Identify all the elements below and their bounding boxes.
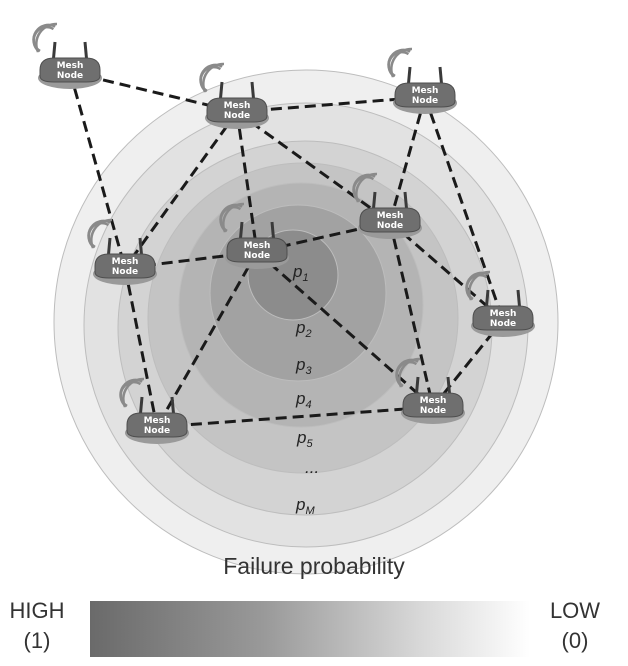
mesh-link xyxy=(389,220,504,322)
wifi-signal-icon xyxy=(87,218,113,249)
node-label-node: Node xyxy=(420,406,446,416)
router-body xyxy=(126,412,188,438)
legend-title: Failure probability xyxy=(223,553,405,579)
legend-high: HIGH (1) xyxy=(0,596,82,656)
mesh-link xyxy=(123,111,239,269)
node-label-node: Node xyxy=(224,111,250,121)
mesh-link xyxy=(256,250,434,409)
router-body xyxy=(39,57,101,83)
node-label-node: Node xyxy=(244,251,270,261)
node-label-mesh: Mesh xyxy=(57,61,84,71)
node-label-mesh: Mesh xyxy=(412,86,439,96)
node-label-mesh: Mesh xyxy=(244,241,271,251)
mesh-link xyxy=(123,267,159,428)
router-body xyxy=(206,97,268,123)
node-label-node: Node xyxy=(144,426,170,436)
router-body xyxy=(94,253,156,279)
legend-low-label: LOW xyxy=(549,598,601,623)
node-label-node: Node xyxy=(112,267,138,277)
router-body xyxy=(402,392,464,418)
mesh-link xyxy=(423,96,505,321)
wifi-signal-icon xyxy=(395,357,421,388)
router-body xyxy=(359,207,421,233)
failure-probability-gradient-bar xyxy=(90,601,530,657)
mesh-link xyxy=(156,405,434,429)
ring-label-6: ... xyxy=(305,458,319,477)
wifi-signal-icon xyxy=(219,202,245,233)
mesh-link xyxy=(388,96,427,223)
wifi-signal-icon xyxy=(352,172,378,203)
node-label-mesh: Mesh xyxy=(420,396,447,406)
node-label-node: Node xyxy=(377,221,403,231)
node-label-mesh: Mesh xyxy=(144,416,171,426)
legend-high-label: HIGH xyxy=(9,598,65,623)
legend-low-value: (0) xyxy=(561,628,589,653)
legend-high-value: (1) xyxy=(23,628,51,653)
wifi-signal-icon xyxy=(465,270,491,301)
node-label-mesh: Mesh xyxy=(377,211,404,221)
mesh-nodes: MeshNodeMeshNodeMeshNodeMeshNodeMeshNode… xyxy=(32,22,535,444)
router-body xyxy=(472,305,534,331)
mesh-link xyxy=(236,95,426,114)
mesh-link xyxy=(235,111,259,253)
legend-low: LOW (0) xyxy=(530,596,620,656)
node-label-node: Node xyxy=(57,71,83,81)
node-label-mesh: Mesh xyxy=(490,309,517,319)
router-body xyxy=(394,82,456,108)
node-label-mesh: Mesh xyxy=(112,257,139,267)
node-label-node: Node xyxy=(490,319,516,329)
wifi-signal-icon xyxy=(32,22,58,53)
mesh-link xyxy=(236,110,391,224)
node-label-node: Node xyxy=(412,96,438,106)
node-label-mesh: Mesh xyxy=(224,101,251,111)
wifi-signal-icon xyxy=(387,47,413,78)
wifi-signal-icon xyxy=(199,62,225,93)
router-body xyxy=(226,237,288,263)
wifi-signal-icon xyxy=(119,377,145,408)
mesh-link xyxy=(388,221,435,408)
